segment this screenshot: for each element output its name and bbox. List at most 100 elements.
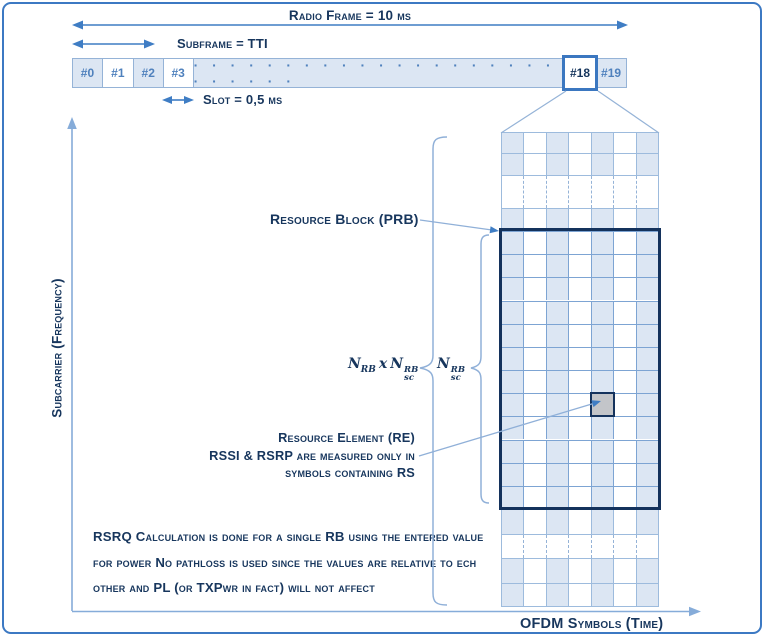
radio-frame-label: Radio Frame = 10 ms (288, 8, 412, 23)
grid-cell (502, 371, 525, 394)
grid-cell (614, 535, 637, 558)
grid-cell (569, 559, 592, 583)
slot-0-label: #0 (80, 66, 95, 80)
grid-cell (524, 324, 547, 347)
formula-rb-n: N (437, 356, 450, 372)
grid-cell (524, 154, 547, 175)
grid-row (501, 346, 659, 370)
grid-cell (591, 255, 615, 278)
grid-cell (591, 232, 615, 255)
grid-cell (502, 176, 525, 208)
grid-cell (524, 559, 547, 583)
grid-cell (502, 278, 525, 301)
grid-cell (636, 176, 659, 208)
rsrq-note: RSRQ Calculation is done for a single RB… (93, 524, 503, 601)
grid-cell (502, 301, 525, 324)
grid-cell (546, 232, 570, 255)
grid-cell (614, 232, 637, 255)
grid-cell (569, 232, 592, 255)
formula-rb-sup: RB (450, 365, 466, 375)
grid-cell (569, 371, 592, 394)
grid-cell (614, 301, 637, 324)
slot-2-cell: #2 (133, 59, 164, 87)
grid-cell (591, 510, 615, 534)
slot-19-cell: #19 (596, 59, 626, 87)
formula-n2-sup: RB (404, 365, 419, 375)
grid-row (501, 558, 659, 583)
grid-cell (546, 301, 570, 324)
grid-cell (524, 510, 547, 534)
slot-2-label: #2 (141, 66, 155, 80)
grid-cell (524, 486, 547, 509)
grid-cell (614, 278, 637, 301)
grid-cell (569, 510, 592, 534)
grid-cell (546, 347, 570, 370)
grid-cell (524, 301, 547, 324)
grid-cell (546, 324, 570, 347)
grid-row (501, 175, 659, 208)
formula-n1: N (348, 356, 361, 372)
grid-cell (524, 371, 547, 394)
re-note-line2: symbols containing RS (285, 465, 415, 480)
slots-ellipsis-cell: · · · · · · · · · · · · · · · · · · · · … (193, 59, 565, 87)
slot-18-highlight: #18 (562, 55, 598, 91)
grid-cell (546, 154, 570, 175)
formula-rb-sub: sc (450, 373, 461, 383)
grid-cell (614, 440, 637, 463)
grid-cell (546, 510, 570, 534)
grid-cell (524, 535, 547, 558)
grid-cell (502, 324, 525, 347)
grid-row (501, 509, 659, 534)
grid-cell (591, 176, 615, 208)
formula-n2: N (390, 356, 404, 372)
grid-cell (546, 559, 570, 583)
grid-cell (546, 278, 570, 301)
grid-cell (591, 417, 615, 440)
resource-block-outline (499, 228, 661, 510)
resource-element-cell (590, 392, 615, 417)
rsrq-note-line3: other and PL (or TXPwr in fact) will not… (93, 580, 375, 595)
formula-operator: x (378, 356, 388, 372)
slot-18-label: #18 (569, 66, 591, 80)
grid-cell (546, 463, 570, 486)
grid-cell (524, 176, 547, 208)
grid-cell (524, 463, 547, 486)
grid-cell (524, 232, 547, 255)
grid-cell (614, 559, 637, 583)
grid-cell (502, 559, 525, 583)
grid-row (501, 231, 659, 255)
grid-cell (614, 463, 637, 486)
grid-cell (569, 324, 592, 347)
grid-row (501, 323, 659, 347)
grid-cell (546, 486, 570, 509)
slot-3-label: #3 (171, 66, 185, 80)
grid-cell (614, 154, 637, 175)
radio-frame-slot-row: #0 #1 #2 #3 · · · · · · · · · · · · · · … (72, 58, 627, 88)
grid-cell (636, 559, 659, 583)
slot-3-cell: #3 (163, 59, 194, 87)
grid-cell (636, 510, 659, 534)
grid-cell (546, 584, 570, 606)
formula-n2-sub: sc (404, 373, 415, 383)
grid-cell (502, 535, 525, 558)
grid-cell (569, 278, 592, 301)
grid-row (501, 370, 659, 394)
grid-cell (591, 324, 615, 347)
re-annotation: Resource Element (RE) RSSI & RSRP are me… (200, 429, 415, 482)
grid-cell (569, 463, 592, 486)
grid-row (501, 485, 659, 509)
grid-cell (614, 133, 637, 153)
grid-cell (546, 535, 570, 558)
grid-row (501, 277, 659, 301)
grid-cell (502, 463, 525, 486)
subframe-label: Subframe = TTI (177, 36, 268, 51)
re-note-line1: RSSI & RSRP are measured only in (209, 447, 415, 463)
grid-cell (502, 510, 525, 534)
slot-1-cell: #1 (102, 59, 134, 87)
rsrq-note-line1: RSRQ Calculation is done for a single RB… (93, 529, 484, 544)
grid-cell (614, 486, 637, 509)
grid-cell (591, 209, 615, 231)
grid-cell (546, 209, 570, 231)
grid-row (501, 583, 659, 607)
rsrq-note-line2: for power No pathloss is used since the … (93, 554, 477, 570)
